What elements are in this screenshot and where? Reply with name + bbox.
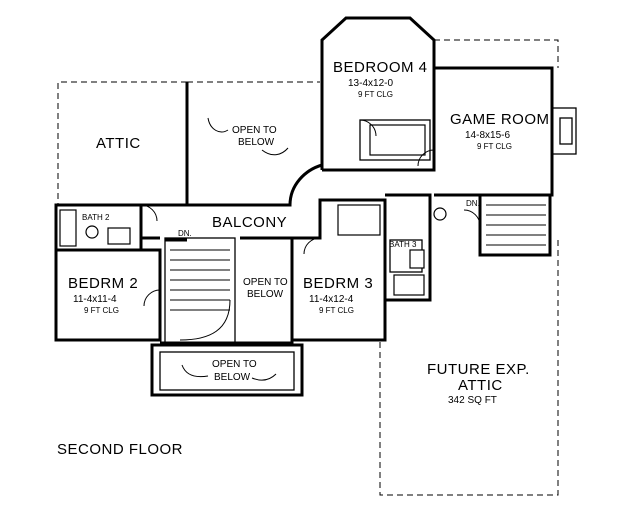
future-attic-line1: FUTURE EXP. [427, 361, 530, 378]
bedrm2-ceiling: 9 FT CLG [84, 306, 119, 315]
open-below-top-line1: OPEN TO [232, 125, 277, 136]
future-attic-outline [379, 39, 559, 496]
stair-dn-right: DN. [466, 199, 480, 208]
game-room-ceiling: 9 FT CLG [477, 142, 512, 151]
plan-title: SECOND FLOOR [57, 441, 183, 458]
left-stair [170, 249, 231, 341]
attic-outline [57, 81, 320, 205]
bedrm3-name: BEDRM 3 [303, 275, 373, 292]
game-room-size: 14-8x15-6 [465, 130, 510, 141]
game-room-name: GAME ROOM [450, 111, 550, 128]
right-stair [486, 204, 546, 246]
open-below-mid-line2: BELOW [247, 289, 284, 300]
bath2-name: BATH 2 [82, 213, 110, 222]
future-attic-line2: ATTIC [458, 377, 503, 394]
future-attic-area: 342 SQ FT [448, 395, 497, 406]
open-below-top-arrow [207, 117, 229, 133]
bedrm2-size: 11-4x11-4 [73, 294, 117, 305]
attic-name: ATTIC [96, 135, 141, 152]
doors [140, 119, 481, 307]
bedroom4-name: BEDROOM 4 [333, 59, 428, 76]
stair-dn-left: DN. [178, 229, 192, 238]
balcony-name: BALCONY [212, 214, 287, 231]
open-below-bottom-line1: OPEN TO [212, 359, 257, 370]
bedroom4-size: 13-4x12-0 [348, 78, 393, 89]
fixtures [59, 124, 447, 296]
bedroom4-ceiling: 9 FT CLG [358, 90, 393, 99]
bedrm3-size: 11-4x12-4 [309, 294, 354, 305]
open-below-bottom-line2: BELOW [214, 372, 251, 383]
bedrm2-name: BEDRM 2 [68, 275, 138, 292]
open-below-bottom-arrow2 [251, 373, 277, 381]
open-below-top-line2: BELOW [238, 137, 275, 148]
walls [54, 16, 577, 397]
open-below-top-arrow2 [261, 147, 289, 156]
bath3-name: BATH 3 [389, 240, 417, 249]
bedrm3-ceiling: 9 FT CLG [319, 306, 354, 315]
open-below-mid-line1: OPEN TO [243, 277, 288, 288]
open-below-bottom-arrow [181, 364, 209, 378]
